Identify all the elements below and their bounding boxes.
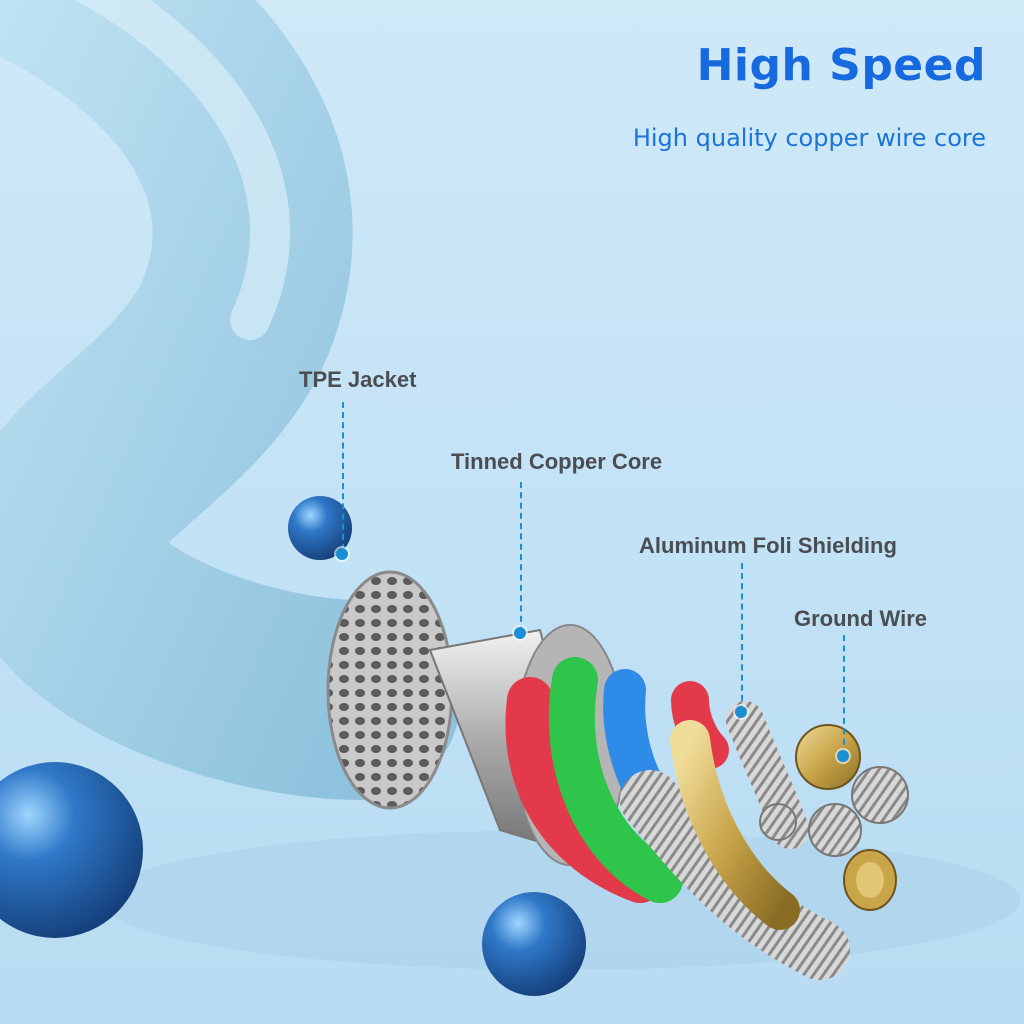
strand-bundle-3 bbox=[759, 803, 797, 841]
strand-bundle-2 bbox=[808, 803, 862, 857]
green-wire bbox=[548, 657, 683, 903]
callout-ground-wire: Ground Wire bbox=[794, 606, 928, 631]
sphere-large-left bbox=[0, 762, 143, 938]
page-subtitle: High quality copper wire core bbox=[632, 124, 986, 152]
ground-wire-end bbox=[795, 724, 861, 790]
callout-tpe-jacket: TPE Jacket bbox=[299, 367, 417, 392]
cable-jacket-highlight bbox=[74, 0, 291, 340]
marker-ground-wire bbox=[837, 750, 849, 762]
copper-strands-silver bbox=[620, 770, 850, 980]
leader-tinned-copper-core bbox=[520, 482, 522, 632]
marker-tinned-copper-core bbox=[514, 627, 526, 639]
gold-tube-inner bbox=[856, 862, 884, 898]
braided-shield bbox=[326, 570, 454, 810]
strand-bundle-1 bbox=[851, 766, 909, 824]
marker-tpe-jacket bbox=[336, 548, 348, 560]
leader-tpe-jacket bbox=[342, 402, 344, 550]
sphere-bottom bbox=[482, 892, 586, 996]
marker-aluminum-shielding bbox=[735, 706, 747, 718]
cable-jacket bbox=[0, 0, 460, 800]
leader-ground-wire bbox=[843, 635, 845, 755]
sphere-small-top bbox=[288, 496, 352, 560]
leader-aluminum-shielding bbox=[741, 563, 743, 711]
page-title: High Speed bbox=[696, 40, 986, 91]
callout-tinned-copper-core: Tinned Copper Core bbox=[451, 449, 663, 474]
callout-aluminum-shielding: Aluminum Foli Shielding bbox=[639, 533, 897, 558]
copper-strands-gold bbox=[670, 720, 800, 930]
